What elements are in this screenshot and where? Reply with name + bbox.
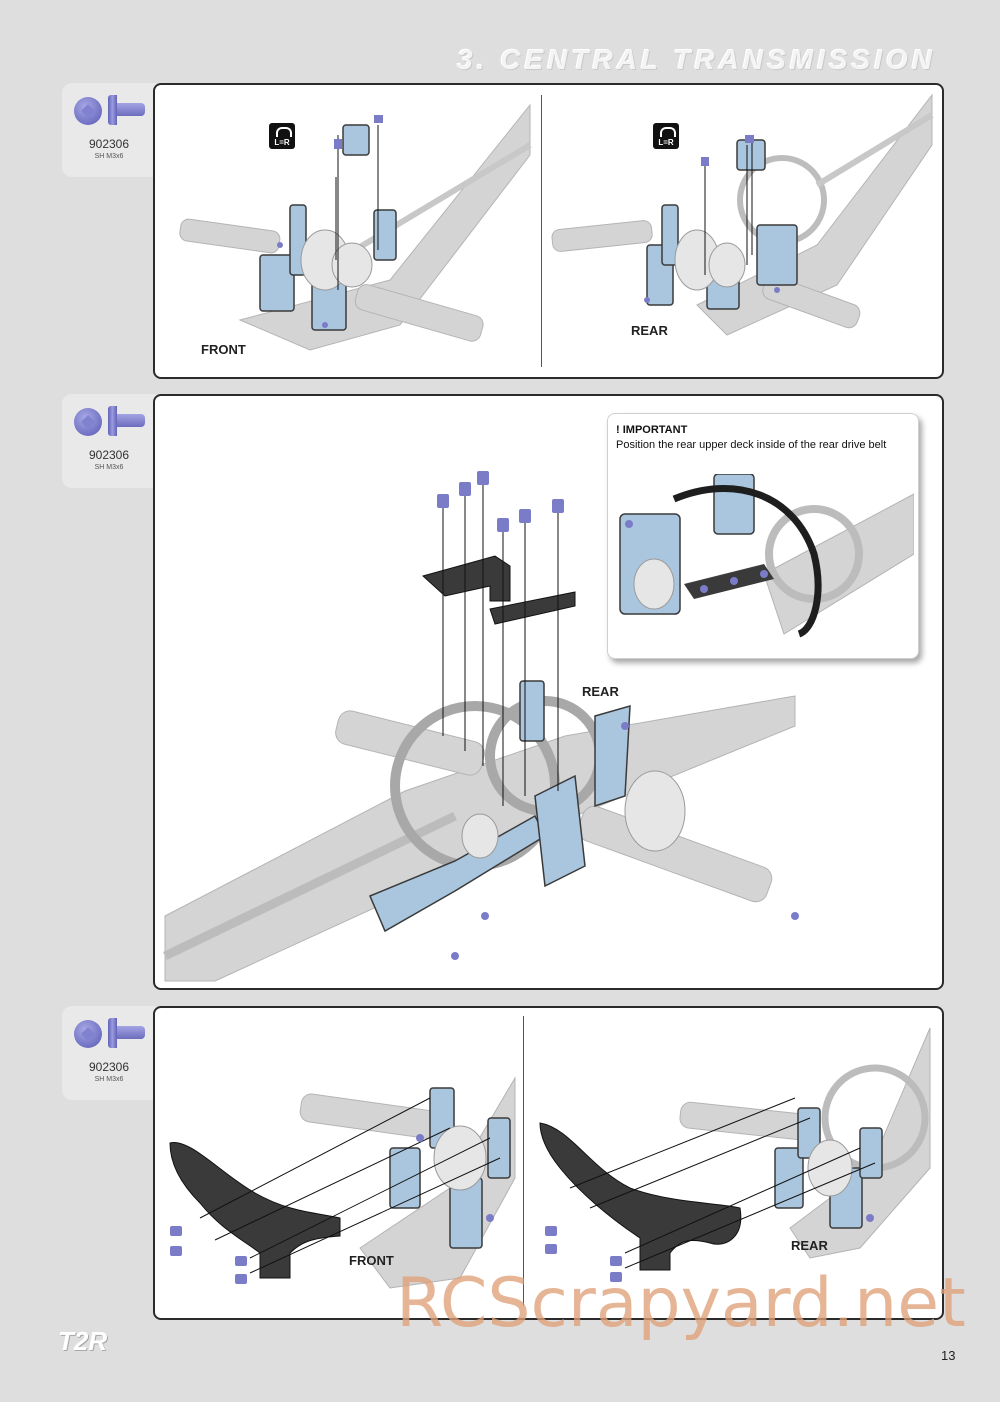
rear-shock-tower-drawing (539, 1027, 931, 1282)
part-tab-step-3: 902306 SH M3x6 (62, 1006, 156, 1100)
rear-deck-assembly-drawing (163, 471, 799, 982)
part-code: 902306 (88, 1060, 130, 1074)
callout-title: ! IMPORTANT (616, 424, 688, 436)
flanged-nut-icon (74, 1020, 102, 1048)
panel-divider (541, 95, 542, 367)
panel-divider (523, 1016, 524, 1306)
part-tab-step-2: 902306 SH M3x6 (62, 394, 156, 488)
rear-assembly-drawing (551, 93, 934, 336)
button-head-screw-icon (108, 406, 117, 436)
callout-text: Position the rear upper deck inside of t… (616, 439, 887, 451)
part-tab-step-1: 902306 SH M3x6 (62, 83, 156, 177)
direction-label-rear: REAR (631, 323, 668, 338)
front-assembly-drawing (179, 103, 532, 351)
important-callout: ! IMPORTANT Position the rear upper deck… (607, 413, 919, 659)
part-size: SH M3x6 (94, 464, 124, 471)
direction-label-front: FRONT (349, 1253, 394, 1268)
flanged-nut-icon (74, 408, 102, 436)
part-size: SH M3x6 (94, 1076, 124, 1083)
part-code: 902306 (88, 137, 130, 151)
part-code: 902306 (88, 448, 130, 462)
belt-detail-drawing (619, 474, 914, 638)
page-number: 13 (941, 1348, 956, 1363)
step-2-panel: REAR ! IMPORTANT Position the rear upper… (153, 394, 944, 990)
step-1-panel: L=R FRONT L=R REAR (153, 83, 944, 379)
brand-logo: T2R (58, 1326, 108, 1356)
flanged-nut-icon (74, 97, 102, 125)
part-size: SH M3x6 (94, 153, 124, 160)
button-head-screw-icon (108, 1018, 117, 1048)
front-shock-tower-drawing (169, 1076, 516, 1289)
direction-label-front: FRONT (201, 342, 246, 357)
direction-label-rear: REAR (582, 684, 619, 699)
left-equals-right-icon: L=R (653, 123, 679, 149)
direction-label-rear: REAR (791, 1238, 828, 1253)
watermark: RCScrapyard.net (396, 1264, 966, 1343)
button-head-screw-icon (108, 95, 117, 125)
page-header: 3. CENTRAL TRANSMISSION (457, 44, 936, 75)
left-equals-right-icon: L=R (269, 123, 295, 149)
step-3-panel: FRONT REAR (153, 1006, 944, 1320)
